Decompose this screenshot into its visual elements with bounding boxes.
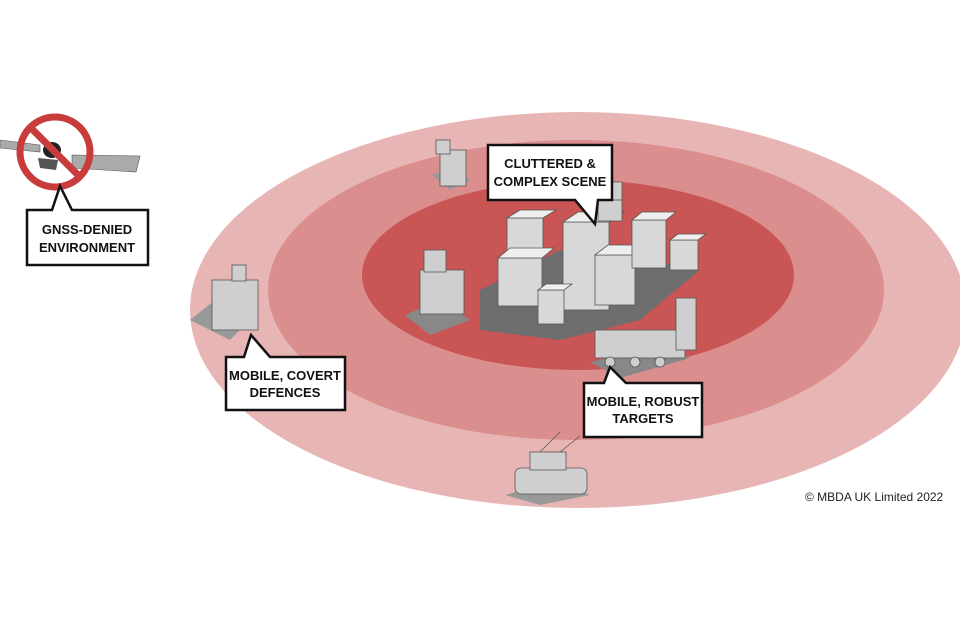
- building-cluster: [480, 209, 708, 340]
- callout-cluttered-scene: CLUTTERED & COMPLEX SCENE: [486, 143, 614, 228]
- vehicle-covert-defence: [190, 264, 259, 340]
- callout-mobile-covert: MOBILE, COVERT DEFENCES: [224, 332, 347, 412]
- callout-robust-line2: TARGETS: [612, 411, 673, 426]
- callout-cluttered-line1: CLUTTERED &: [504, 156, 596, 171]
- callout-gnss-line2: ENVIRONMENT: [39, 240, 135, 255]
- vehicle-top: [432, 139, 470, 190]
- callout-gnss-line1: GNSS-DENIED: [42, 222, 132, 237]
- callout-covert-line1: MOBILE, COVERT: [229, 368, 341, 383]
- vehicle-launcher: [590, 297, 697, 378]
- callout-covert-line2: DEFENCES: [250, 385, 321, 400]
- callout-gnss-denied: GNSS-DENIED ENVIRONMENT: [25, 182, 150, 267]
- prohibited-icon: [16, 113, 94, 191]
- copyright-notice: © MBDA UK Limited 2022: [805, 490, 944, 504]
- vehicle-radar-inner: [405, 249, 470, 335]
- callout-cluttered-line2: COMPLEX SCENE: [494, 174, 607, 189]
- callout-robust-line1: MOBILE, ROBUST: [587, 394, 700, 409]
- vehicle-tank: [505, 431, 590, 505]
- callout-mobile-robust: MOBILE, ROBUST TARGETS: [582, 364, 704, 439]
